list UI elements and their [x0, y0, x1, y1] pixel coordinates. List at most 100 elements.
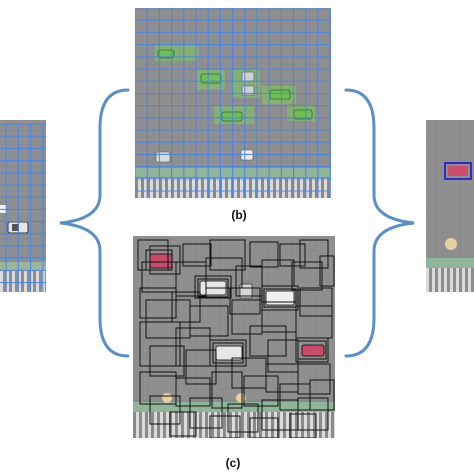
- crosswalk-stripe: [174, 178, 177, 198]
- crosswalk-stripe: [178, 412, 181, 438]
- proposal-box: [297, 363, 331, 395]
- crosswalk-stripe: [216, 178, 219, 198]
- proposal-box: [289, 413, 317, 438]
- proposal-box: [185, 349, 217, 385]
- proposal-box: [209, 239, 246, 271]
- right-car: [448, 166, 468, 176]
- proposal-box: [149, 395, 181, 425]
- proposal-box: [211, 371, 243, 409]
- crosswalk-stripe: [156, 178, 159, 198]
- crosswalk-stripe: [214, 412, 217, 438]
- panel-c-proposal-boxes: [137, 239, 335, 438]
- right-brace: [344, 88, 415, 358]
- crosswalk-stripe: [258, 178, 261, 198]
- proposal-box: [319, 255, 335, 287]
- proposal-box: [309, 379, 335, 411]
- crosswalk-stripe: [24, 270, 27, 292]
- crosswalk-stripe: [268, 412, 271, 438]
- crosswalk-stripe: [282, 178, 285, 198]
- crosswalk-stripe: [172, 412, 175, 438]
- crosswalk-stripe: [328, 412, 331, 438]
- proposal-box: [169, 411, 197, 437]
- crosswalk-stripe: [198, 178, 201, 198]
- highlight-cell: [180, 45, 198, 61]
- proposal-box: [194, 275, 232, 299]
- crosswalk-stripe: [154, 412, 157, 438]
- crosswalk-stripe: [276, 178, 279, 198]
- proposal-box: [182, 243, 212, 267]
- proposal-box: [212, 342, 244, 364]
- crosswalk-stripe: [162, 178, 165, 198]
- crosswalk-stripe: [42, 270, 45, 292]
- crosswalk-stripe: [322, 412, 325, 438]
- crosswalk-stripe: [222, 178, 225, 198]
- crosswalk-stripe: [150, 178, 153, 198]
- proposal-box: [229, 287, 261, 315]
- crosswalk-stripe: [462, 268, 465, 292]
- crosswalk-stripe: [210, 178, 213, 198]
- crosswalk-stripe: [286, 412, 289, 438]
- crosswalk-stripe: [142, 412, 145, 438]
- crosswalk-stripe: [294, 178, 297, 198]
- proposal-box: [249, 241, 279, 268]
- crosswalk-stripe: [180, 178, 183, 198]
- crosswalk-stripe: [270, 178, 273, 198]
- crosswalk-stripe: [184, 412, 187, 438]
- crosswalk-stripe: [246, 178, 249, 198]
- crosswalk-stripe: [136, 412, 139, 438]
- crosswalk-stripe: [432, 268, 435, 292]
- proposal-box: [267, 339, 299, 373]
- proposal-box: [149, 245, 181, 275]
- proposal-box: [209, 415, 241, 438]
- crosswalk-stripe: [0, 270, 3, 292]
- left-road-markings: [0, 262, 46, 292]
- proposal-box: [175, 377, 211, 407]
- crosswalk-stripe: [444, 268, 447, 292]
- crosswalk-stripe: [250, 412, 253, 438]
- crosswalk-stripe: [300, 178, 303, 198]
- proposal-box: [171, 291, 201, 323]
- crosswalk-stripe: [298, 412, 301, 438]
- crosswalk-stripe: [450, 268, 453, 292]
- crosswalk-stripe: [306, 178, 309, 198]
- crosswalk-stripe: [252, 178, 255, 198]
- right-crosswalk: [426, 268, 471, 292]
- crosswalk-stripe: [438, 268, 441, 292]
- crosswalk-stripe: [232, 412, 235, 438]
- crosswalk-stripe: [426, 268, 429, 292]
- crosswalk-stripe: [310, 412, 313, 438]
- crosswalk-stripe: [334, 412, 335, 438]
- proposal-box: [149, 345, 185, 377]
- crosswalk-stripe: [264, 178, 267, 198]
- proposal-box: [139, 321, 181, 367]
- left-grid-overlay: [0, 123, 46, 292]
- crosswalk-stripe: [138, 178, 141, 198]
- crosswalk-stripe: [312, 178, 315, 198]
- crosswalk-stripe: [168, 178, 171, 198]
- proposal-box: [243, 375, 279, 407]
- proposal-box: [299, 239, 329, 269]
- crosswalk-stripe: [148, 412, 151, 438]
- crosswalk-stripe: [144, 178, 147, 198]
- crosswalk-stripe: [240, 178, 243, 198]
- panel-c-caption: (c): [226, 456, 241, 470]
- proposal-box: [261, 285, 299, 311]
- right-detection-box: [444, 162, 472, 180]
- proposal-box: [205, 257, 243, 289]
- proposal-box: [145, 249, 173, 271]
- crosswalk-stripe: [166, 412, 169, 438]
- crosswalk-stripe: [288, 178, 291, 198]
- proposal-box: [197, 278, 229, 298]
- crosswalk-stripe: [192, 178, 195, 198]
- panel-c-image: [133, 236, 335, 438]
- crosswalk-stripe: [202, 412, 205, 438]
- crosswalk-stripe: [456, 268, 459, 292]
- crosswalk-stripe: [316, 412, 319, 438]
- crosswalk-stripe: [244, 412, 247, 438]
- crosswalk-stripe: [280, 412, 283, 438]
- panel-b-grid-overlay: [135, 8, 331, 198]
- crosswalk-stripe: [468, 268, 471, 292]
- crosswalk-stripe: [30, 270, 33, 292]
- left-brace: [59, 88, 130, 358]
- crosswalk-stripe: [228, 178, 231, 198]
